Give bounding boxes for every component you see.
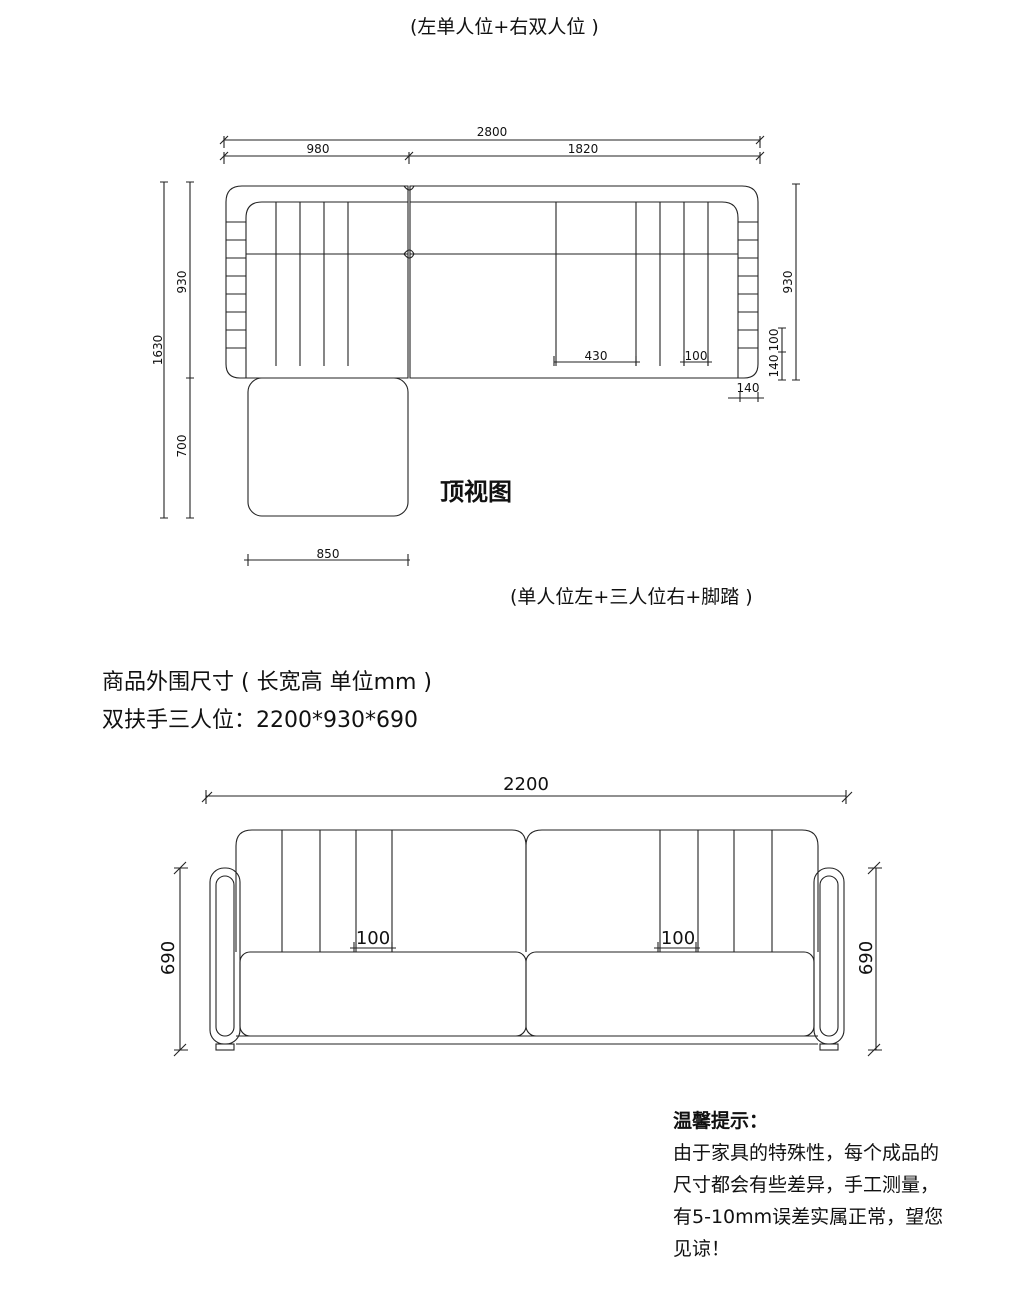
spec-line-three-seat: 双扶手三人位：2200*930*690	[102, 708, 418, 733]
top-caption: (左单人位+右双人位 )	[410, 16, 599, 38]
dim-top-right-arm-bottom: 140	[737, 381, 760, 395]
dim-top-ottoman-depth: 700	[175, 435, 189, 458]
right-arm-inner	[410, 201, 739, 378]
tip-title: 温馨提示：	[673, 1110, 769, 1132]
right-unit-outline	[409, 185, 759, 379]
dim-top-ottoman-width: 850	[317, 547, 340, 561]
tip-line-4: 见谅！	[673, 1238, 731, 1260]
tip-line-3: 有5-10mm误差实属正常，望您	[673, 1206, 944, 1228]
tip-line-1: 由于家具的特殊性，每个成品的	[673, 1142, 940, 1164]
spec-line-dimensions: 商品外围尺寸 ( 长宽高 单位mm )	[102, 670, 433, 695]
front-view-drawing	[173, 790, 882, 1057]
front-back-left	[235, 829, 527, 952]
left-arm-inner	[245, 201, 408, 378]
front-back-right	[525, 829, 819, 952]
dim-top-seat-100: 100	[685, 349, 708, 363]
dim-top-left-width: 980	[307, 142, 330, 156]
dim-top-right-arm-140: 140	[767, 355, 781, 378]
sub-caption: (单人位左+三人位右+脚踏 )	[510, 586, 753, 608]
dim-front-height-left: 690	[158, 941, 179, 975]
dim-top-overall-depth: 1630	[151, 335, 165, 366]
dim-top-right-width: 1820	[568, 142, 599, 156]
left-unit-outline	[225, 185, 409, 379]
dim-front-height-right: 690	[856, 941, 877, 975]
dim-top-seat-430: 430	[585, 349, 608, 363]
top-view-drawing	[160, 135, 800, 566]
dim-top-right-arm-100: 100	[767, 329, 781, 352]
front-seat-left	[239, 951, 527, 1037]
dim-top-back-depth-left: 930	[175, 271, 189, 294]
dim-front-overall-width: 2200	[503, 774, 549, 795]
dim-top-right-depth: 930	[781, 271, 795, 294]
dim-front-inner-right: 100	[661, 928, 695, 949]
ottoman-outline	[247, 377, 409, 517]
front-seat-right	[525, 951, 815, 1037]
dim-front-inner-left: 100	[356, 928, 390, 949]
tip-line-2: 尺寸都会有些差异，手工测量，	[673, 1174, 940, 1196]
top-view-title: 顶视图	[440, 478, 512, 506]
dim-top-overall-width: 2800	[477, 125, 508, 139]
